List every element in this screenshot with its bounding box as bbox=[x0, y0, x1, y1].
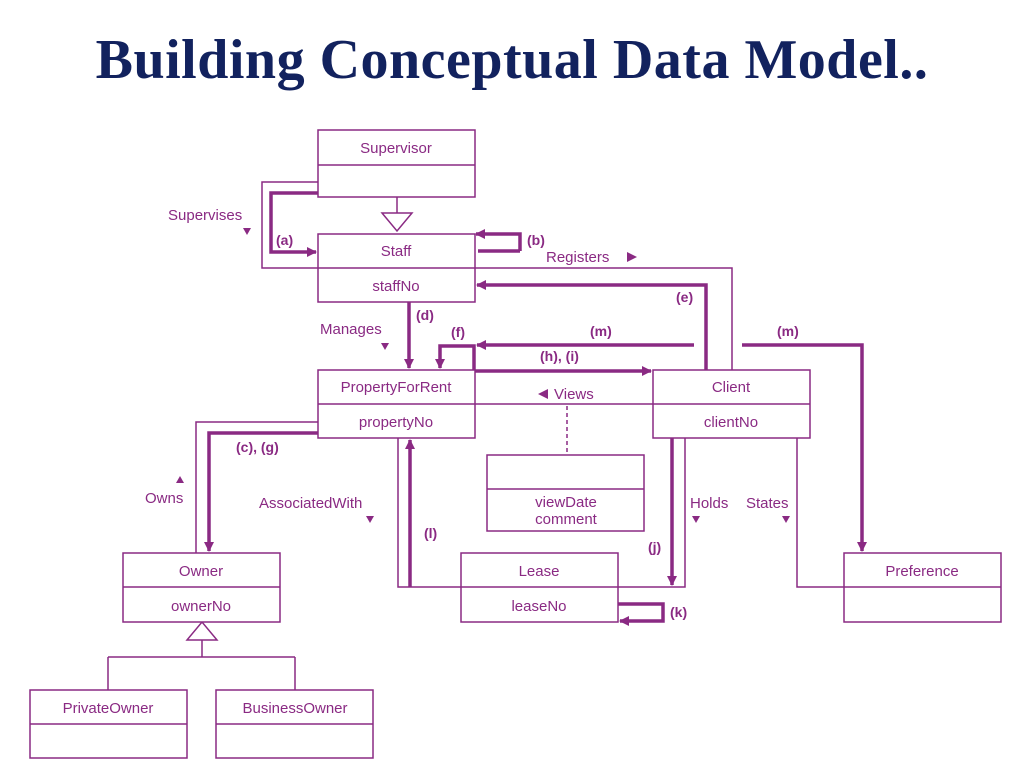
direction-up-icon bbox=[176, 476, 184, 483]
entity-staff-attr: staffNo bbox=[372, 278, 419, 295]
entity-business-owner-name: BusinessOwner bbox=[242, 700, 347, 717]
entity-staff-name: Staff bbox=[381, 243, 412, 260]
arrow-k bbox=[618, 602, 665, 626]
entity-owner: Owner ownerNo bbox=[122, 552, 281, 623]
entity-property-attr: propertyNo bbox=[359, 414, 433, 431]
direction-down-icon bbox=[243, 228, 251, 235]
marker-b: (b) bbox=[527, 232, 545, 248]
label-states: States bbox=[746, 495, 789, 512]
marker-m-preference: (m) bbox=[777, 323, 799, 339]
marker-j: (j) bbox=[648, 539, 661, 555]
owns-line bbox=[195, 421, 318, 553]
marker-f: (f) bbox=[451, 324, 465, 340]
entity-supervisor: Supervisor bbox=[317, 129, 476, 198]
associated-with-line bbox=[397, 438, 461, 588]
page-title: Building Conceptual Data Model.. bbox=[95, 29, 929, 91]
entity-property-name: PropertyForRent bbox=[341, 379, 453, 396]
entity-client: Client clientNo bbox=[652, 369, 811, 439]
direction-right-icon bbox=[627, 252, 637, 262]
arrow-b bbox=[475, 229, 522, 251]
viewing-attr-comment: comment bbox=[535, 511, 598, 528]
label-supervises: Supervises bbox=[168, 207, 242, 224]
staff-generalization-triangle bbox=[380, 212, 414, 233]
entity-client-attr: clientNo bbox=[704, 414, 758, 431]
label-associated-with: AssociatedWith bbox=[259, 495, 362, 512]
marker-d: (d) bbox=[416, 307, 434, 323]
marker-h-i: (h), (i) bbox=[540, 348, 579, 364]
entity-staff: Staff staffNo bbox=[317, 233, 476, 303]
marker-a: (a) bbox=[276, 232, 293, 248]
viewing-attribute-box: viewDate comment bbox=[486, 454, 645, 532]
label-views: Views bbox=[554, 386, 594, 403]
arrow-a bbox=[269, 191, 318, 257]
direction-down-icon bbox=[366, 516, 374, 523]
label-manages: Manages bbox=[320, 321, 382, 338]
entity-lease-attr: leaseNo bbox=[511, 598, 566, 615]
label-holds: Holds bbox=[690, 495, 728, 512]
arrow-m-preference bbox=[742, 343, 867, 552]
direction-down-icon bbox=[692, 516, 700, 523]
holds-line bbox=[618, 438, 686, 588]
entity-private-owner-name: PrivateOwner bbox=[63, 700, 154, 717]
label-registers: Registers bbox=[546, 249, 609, 266]
states-line bbox=[796, 438, 844, 588]
arrow-c-g bbox=[204, 431, 318, 552]
arrow-f bbox=[435, 344, 476, 370]
marker-e: (e) bbox=[676, 289, 693, 305]
registers-line bbox=[475, 267, 733, 370]
direction-down-icon bbox=[381, 343, 389, 350]
direction-left-icon bbox=[538, 389, 548, 399]
marker-k: (k) bbox=[670, 604, 687, 620]
supervises-line bbox=[261, 181, 318, 269]
label-owns: Owns bbox=[145, 490, 183, 507]
entity-private-owner: PrivateOwner bbox=[29, 689, 188, 759]
direction-down-icon bbox=[782, 516, 790, 523]
marker-c-g: (c), (g) bbox=[236, 439, 279, 455]
arrow-e bbox=[476, 280, 708, 370]
entity-business-owner: BusinessOwner bbox=[215, 689, 374, 759]
owner-generalization-triangle bbox=[185, 620, 219, 641]
entity-property-for-rent: PropertyForRent propertyNo bbox=[317, 369, 476, 439]
entity-owner-name: Owner bbox=[179, 563, 223, 580]
entity-preference: Preference bbox=[843, 552, 1002, 623]
entity-lease: Lease leaseNo bbox=[460, 552, 619, 623]
owner-specialization-lines bbox=[107, 640, 296, 690]
entity-supervisor-name: Supervisor bbox=[360, 140, 432, 157]
entity-client-name: Client bbox=[712, 379, 751, 396]
entity-lease-name: Lease bbox=[519, 563, 560, 580]
entity-owner-attr: ownerNo bbox=[171, 598, 231, 615]
marker-l: (l) bbox=[424, 525, 437, 541]
marker-m-property: (m) bbox=[590, 323, 612, 339]
viewing-attr-viewdate: viewDate bbox=[535, 494, 597, 511]
entity-preference-name: Preference bbox=[885, 563, 958, 580]
